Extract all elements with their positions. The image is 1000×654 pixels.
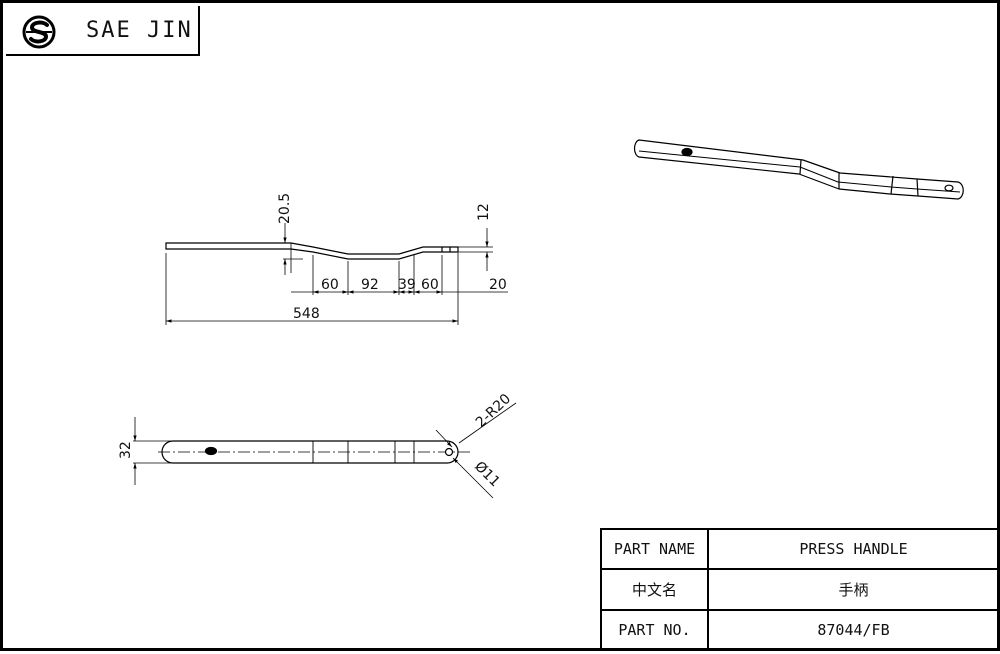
title-row-part-name: PART NAME PRESS HANDLE <box>600 527 1000 571</box>
chinese-name-value: 手柄 <box>707 568 1000 611</box>
dim-hole-diameter: Ø11 <box>471 459 503 491</box>
dim-end-radius: 2-R20 <box>473 391 514 431</box>
dim-seg-a: 60 <box>321 277 339 293</box>
dim-width: 32 <box>118 441 134 459</box>
part-no-label: PART NO. <box>600 608 709 652</box>
title-row-chinese-name: 中文名 手柄 <box>600 568 1000 611</box>
chinese-name-label: 中文名 <box>600 568 709 611</box>
logo-box: SAE JIN <box>6 6 200 56</box>
isometric-view <box>633 139 964 200</box>
part-name-label: PART NAME <box>600 527 709 571</box>
technical-drawing: 548 60 92 39 60 20 20.5 12 32 <box>118 139 964 499</box>
part-no-value: 87044/FB <box>707 608 1000 652</box>
company-name: SAE JIN <box>86 18 193 43</box>
side-view <box>165 223 508 325</box>
top-view <box>133 402 517 499</box>
part-name-value: PRESS HANDLE <box>707 527 1000 571</box>
dim-seg-d: 60 <box>421 277 439 293</box>
dim-seg-c: 39 <box>398 277 416 293</box>
title-row-part-no: PART NO. 87044/FB <box>600 608 1000 652</box>
dim-overall-length: 548 <box>293 306 320 322</box>
dim-offset-height: 20.5 <box>277 193 293 224</box>
dim-end-length: 20 <box>489 277 507 293</box>
sae-jin-logo-icon <box>22 15 56 49</box>
title-block: PART NAME PRESS HANDLE 中文名 手柄 PART NO. 8… <box>600 527 1000 652</box>
dim-thickness: 12 <box>476 203 492 221</box>
dim-seg-b: 92 <box>361 277 379 293</box>
